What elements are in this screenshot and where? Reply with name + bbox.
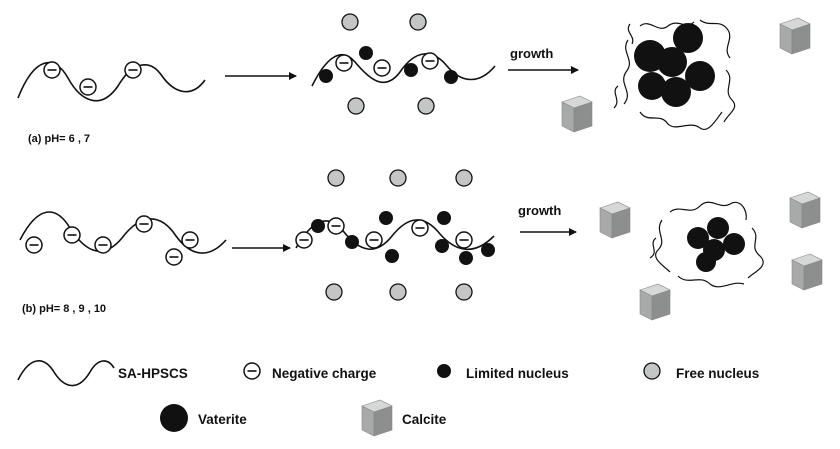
legend-calcite-label: Calcite bbox=[402, 412, 447, 427]
limited-nucleus-icon bbox=[437, 211, 451, 225]
free-nucleus-icon bbox=[455, 169, 473, 187]
limited-nucleus-icon bbox=[345, 235, 359, 249]
negative-charge-icon bbox=[421, 52, 439, 70]
negative-charge-icon bbox=[43, 61, 61, 79]
negative-charge-icon bbox=[365, 231, 383, 249]
limited-nucleus-icon bbox=[319, 69, 333, 83]
negative-charge-icon bbox=[25, 236, 43, 254]
legend-free-nucleus-label: Free nucleus bbox=[676, 366, 759, 381]
vaterite-aggregate-b bbox=[649, 201, 764, 288]
limited-nucleus-icon bbox=[481, 243, 495, 257]
free-nucleus-icon bbox=[409, 13, 427, 31]
free-nucleus-icon bbox=[327, 169, 345, 187]
vaterite-aggregate-a bbox=[613, 19, 736, 130]
calcite-icon bbox=[789, 191, 821, 229]
panel-a: growth (a) pH= 6 , 7 bbox=[17, 13, 811, 145]
negative-charge-icon bbox=[165, 248, 183, 266]
free-nucleus-icon bbox=[389, 283, 407, 301]
legend-limited-nucleus-icon bbox=[437, 364, 451, 378]
growth-label-b: growth bbox=[518, 203, 561, 218]
limited-nucleus-icon bbox=[359, 46, 373, 60]
calcite-icon bbox=[791, 253, 823, 291]
legend-limited-nucleus-label: Limited nucleus bbox=[466, 366, 569, 381]
limited-nucleus-icon bbox=[459, 251, 473, 265]
negative-charge-icon bbox=[455, 231, 473, 249]
legend-polymer-label: SA-HPSCS bbox=[118, 366, 188, 381]
legend-polymer-icon bbox=[17, 360, 115, 387]
negative-charge-icon bbox=[124, 61, 142, 79]
free-nucleus-icon bbox=[389, 169, 407, 187]
limited-nucleus-icon bbox=[444, 70, 458, 84]
legend-negative-charge-icon bbox=[243, 362, 261, 380]
calcite-icon bbox=[639, 283, 671, 321]
negative-charge-icon bbox=[63, 226, 81, 244]
free-nucleus-icon bbox=[325, 283, 343, 301]
negative-charge-icon bbox=[94, 236, 112, 254]
polymer-chain-b bbox=[19, 211, 227, 254]
panel-b-caption: (b) pH= 8 , 9 , 10 bbox=[22, 303, 106, 315]
limited-nucleus-icon bbox=[379, 211, 393, 225]
panel-a-caption: (a) pH= 6 , 7 bbox=[28, 133, 90, 145]
legend: SA-HPSCS Negative charge Limited nucleus… bbox=[17, 360, 759, 437]
limited-nucleus-icon bbox=[404, 63, 418, 77]
negative-charge-icon bbox=[181, 231, 199, 249]
legend-vaterite-label: Vaterite bbox=[198, 412, 247, 427]
negative-charge-icon bbox=[79, 78, 97, 96]
limited-nucleus-icon bbox=[435, 239, 449, 253]
negative-charge-icon bbox=[295, 231, 313, 249]
limited-nucleus-icon bbox=[311, 219, 325, 233]
negative-charge-icon bbox=[335, 54, 353, 72]
legend-calcite-icon bbox=[361, 399, 393, 437]
legend-vaterite-icon bbox=[160, 404, 188, 432]
limited-nucleus-icon bbox=[385, 249, 399, 263]
negative-charge-icon bbox=[373, 59, 391, 77]
growth-label-a: growth bbox=[510, 46, 553, 61]
calcite-icon bbox=[779, 17, 811, 55]
free-nucleus-icon bbox=[455, 283, 473, 301]
negative-charge-icon bbox=[135, 215, 153, 233]
negative-charge-icon bbox=[327, 217, 345, 235]
negative-charge-icon bbox=[411, 219, 429, 237]
calcite-icon bbox=[561, 95, 593, 133]
free-nucleus-icon bbox=[341, 13, 359, 31]
calcite-icon bbox=[599, 201, 631, 239]
legend-negative-charge-label: Negative charge bbox=[272, 366, 377, 381]
free-nucleus-icon bbox=[347, 97, 365, 115]
free-nucleus-icon bbox=[417, 97, 435, 115]
panel-b: growth (b) pH= 8 , 9 , 10 bbox=[19, 169, 823, 321]
legend-free-nucleus-icon bbox=[643, 362, 661, 380]
